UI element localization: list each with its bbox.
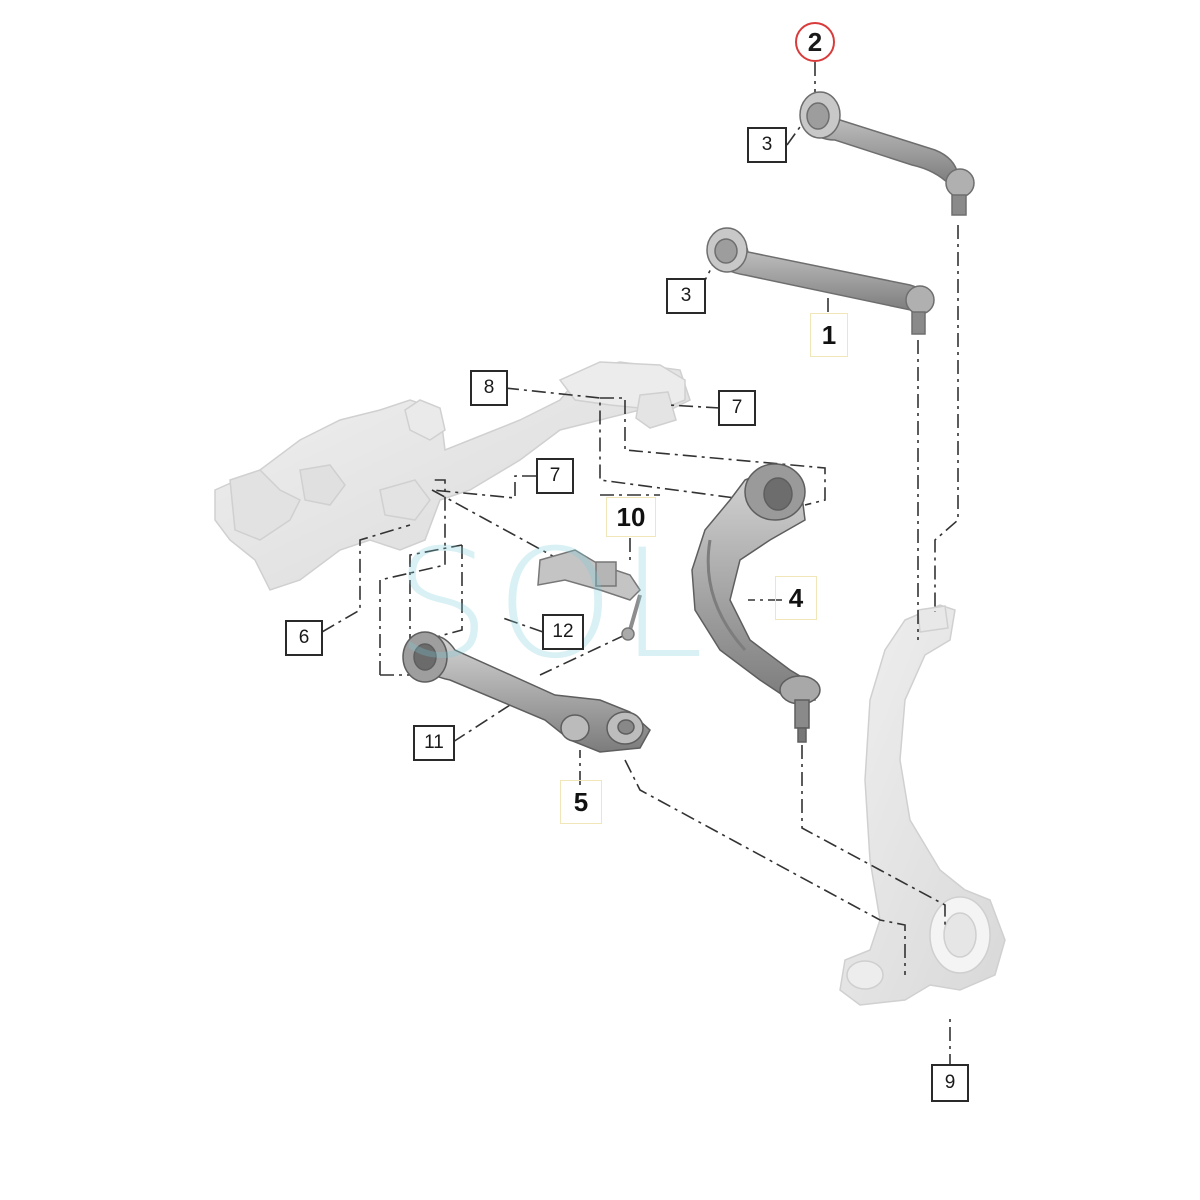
callout-4: 4 (775, 576, 817, 620)
control-arm-1 (706, 227, 935, 335)
callout-8: 8 (470, 370, 508, 406)
watermark-text: SOL (395, 518, 710, 692)
control-arm-4 (691, 463, 821, 743)
callout-12: 12 (542, 614, 584, 650)
subframe-ghost (214, 361, 691, 591)
callout-5: 5 (560, 780, 602, 824)
control-arm-2 (799, 91, 975, 216)
callout-6: 6 (285, 620, 323, 656)
callout-3-top: 3 (747, 127, 787, 163)
callout-1: 1 (810, 313, 848, 357)
connector-lines (321, 62, 959, 1068)
control-arm-5 (402, 631, 651, 753)
callout-3-middle: 3 (666, 278, 706, 314)
callout-9: 9 (931, 1064, 969, 1102)
callout-11: 11 (413, 725, 455, 761)
callout-2-highlighted: 2 (795, 22, 835, 62)
callout-10: 10 (606, 497, 656, 537)
callout-7-left: 7 (536, 458, 574, 494)
wheel-carrier-ghost (839, 604, 1006, 1006)
callout-7-right: 7 (718, 390, 756, 426)
height-sensor-link-10 (537, 549, 642, 641)
